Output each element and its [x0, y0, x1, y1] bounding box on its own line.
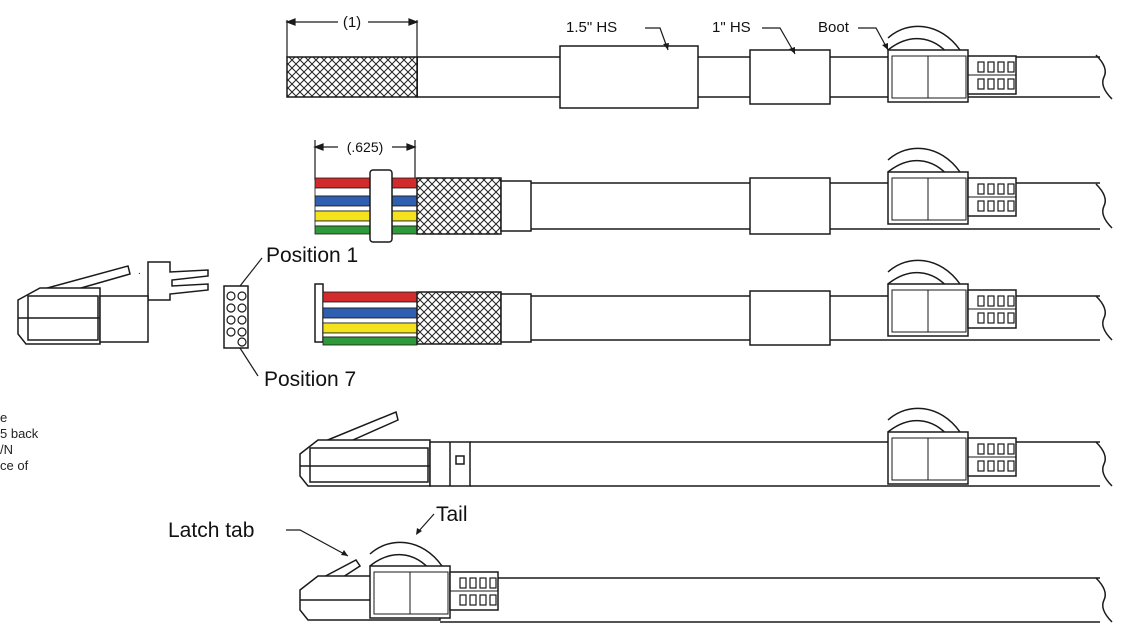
- latch-tab-label: Latch tab: [168, 519, 254, 542]
- boot-2: [887, 147, 1017, 225]
- boot-3: [887, 259, 1017, 337]
- braided-shield: [286, 56, 418, 98]
- side-note-line-1: e: [0, 410, 8, 425]
- exploded-plug: [17, 261, 209, 345]
- position-7-label: Position 7: [264, 368, 356, 391]
- conductor-sleeve: [369, 169, 393, 243]
- row-1-stripped-cable: (1) 1.5" HS 1" HS Boot: [285, 14, 1113, 109]
- heat-shrink-1-5: [559, 45, 699, 109]
- row-4-plug-crimped: [299, 410, 1100, 487]
- dimension-1: [285, 18, 419, 58]
- svg-text:.: .: [138, 266, 141, 277]
- dimension-625-label: (.625): [347, 139, 384, 155]
- side-note: e 5 back /N ce of: [0, 410, 38, 474]
- hs-15-label: 1.5" HS: [566, 19, 617, 36]
- side-note-line-4: ce of: [0, 458, 29, 473]
- position-1-label: Position 1: [266, 244, 358, 267]
- row-2-conductors-exposed: (.625): [313, 139, 1113, 243]
- braided-shield-2: [416, 177, 502, 235]
- boot-5: [369, 541, 499, 619]
- boot-4: [887, 407, 1017, 485]
- row-3-conductors-terminated: [314, 259, 1113, 346]
- tail-label: Tail: [436, 503, 468, 526]
- side-note-line-2: 5 back: [0, 426, 39, 441]
- side-note-line-3: /N: [0, 442, 13, 457]
- pin-layout: [223, 257, 263, 377]
- hs-1-label: 1" HS: [712, 19, 751, 36]
- dimension-625: [313, 140, 417, 180]
- heat-shrink-1: [749, 49, 831, 105]
- dimension-1-label: (1): [343, 14, 361, 31]
- conductor-bundle-3: [322, 291, 418, 346]
- boot-label: Boot: [818, 19, 850, 36]
- boot-1: [887, 25, 1017, 103]
- conductor-bundle-2: [314, 177, 418, 235]
